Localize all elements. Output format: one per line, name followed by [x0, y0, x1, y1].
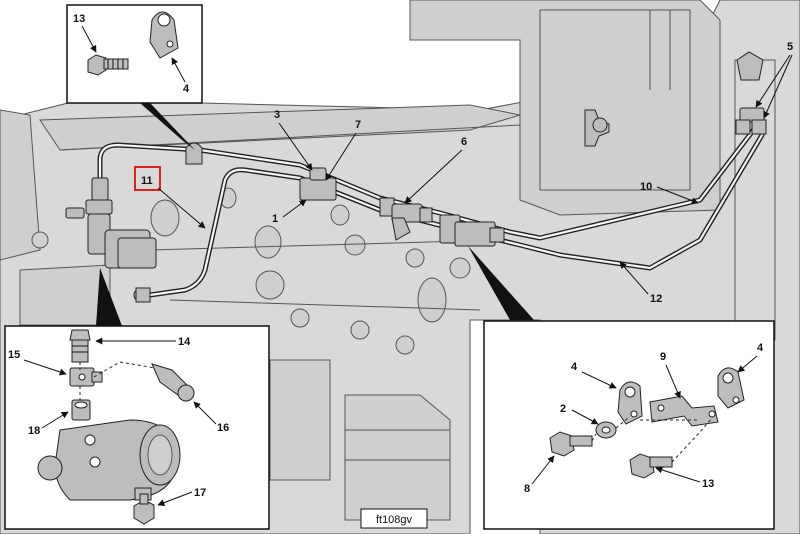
callout-4-top: 4	[183, 83, 190, 95]
valve-16-icon	[151, 363, 195, 402]
callout-18: 18	[28, 425, 40, 437]
callout-17: 17	[194, 487, 206, 499]
bracket-9-icon	[649, 395, 719, 427]
wedge-right-inset	[468, 246, 534, 320]
inset-top-left: 13 4	[66, 4, 203, 104]
callout-13-right: 13	[702, 478, 714, 490]
callout-10: 10	[640, 181, 652, 193]
callout-14: 14	[178, 336, 191, 348]
callout-2: 2	[560, 403, 566, 415]
callout-4-left: 4	[571, 361, 578, 373]
callout-8: 8	[524, 483, 530, 495]
callout-5: 5	[787, 41, 793, 53]
fitting-18-icon	[71, 399, 91, 421]
callout-1: 1	[272, 213, 278, 225]
bolt-13-icon	[87, 54, 129, 76]
bolt-8-icon	[549, 431, 593, 457]
wedge-left-inset	[96, 268, 122, 326]
callout-4-right: 4	[757, 342, 764, 354]
lift-pump-icon	[37, 419, 181, 501]
inset-bottom-right: 4 9 4 2 8 13	[483, 320, 775, 530]
callout-7: 7	[355, 119, 361, 131]
highlight-box-11	[134, 166, 161, 191]
callout-16: 16	[217, 422, 229, 434]
callout-9: 9	[660, 351, 666, 363]
clip-4-icon	[149, 11, 179, 59]
callout-13-top: 13	[73, 13, 85, 25]
figure-id-box: ft108gv	[360, 508, 428, 529]
fitting-14-icon	[69, 329, 91, 363]
tee-15-icon	[69, 367, 103, 387]
tube-fittings	[65, 107, 767, 303]
callout-11: 11	[141, 175, 153, 187]
callout-3: 3	[274, 109, 280, 121]
bolt-17-icon	[133, 493, 155, 525]
figure-id-label: ft108gv	[376, 514, 413, 526]
callout-12: 12	[650, 293, 662, 305]
callout-6: 6	[461, 136, 467, 148]
clip-4-right-icon	[717, 367, 745, 409]
clip-4-left-icon	[617, 381, 643, 425]
main-callouts: 3 7 6 1 11 5 10 12	[141, 41, 793, 305]
inset-bottom-left: 14 15 18 16 17	[4, 325, 270, 530]
head-bolt-bosses	[150, 187, 471, 355]
washer-2-icon	[595, 421, 617, 439]
wedge-top-inset	[140, 103, 195, 150]
callout-15: 15	[8, 349, 20, 361]
